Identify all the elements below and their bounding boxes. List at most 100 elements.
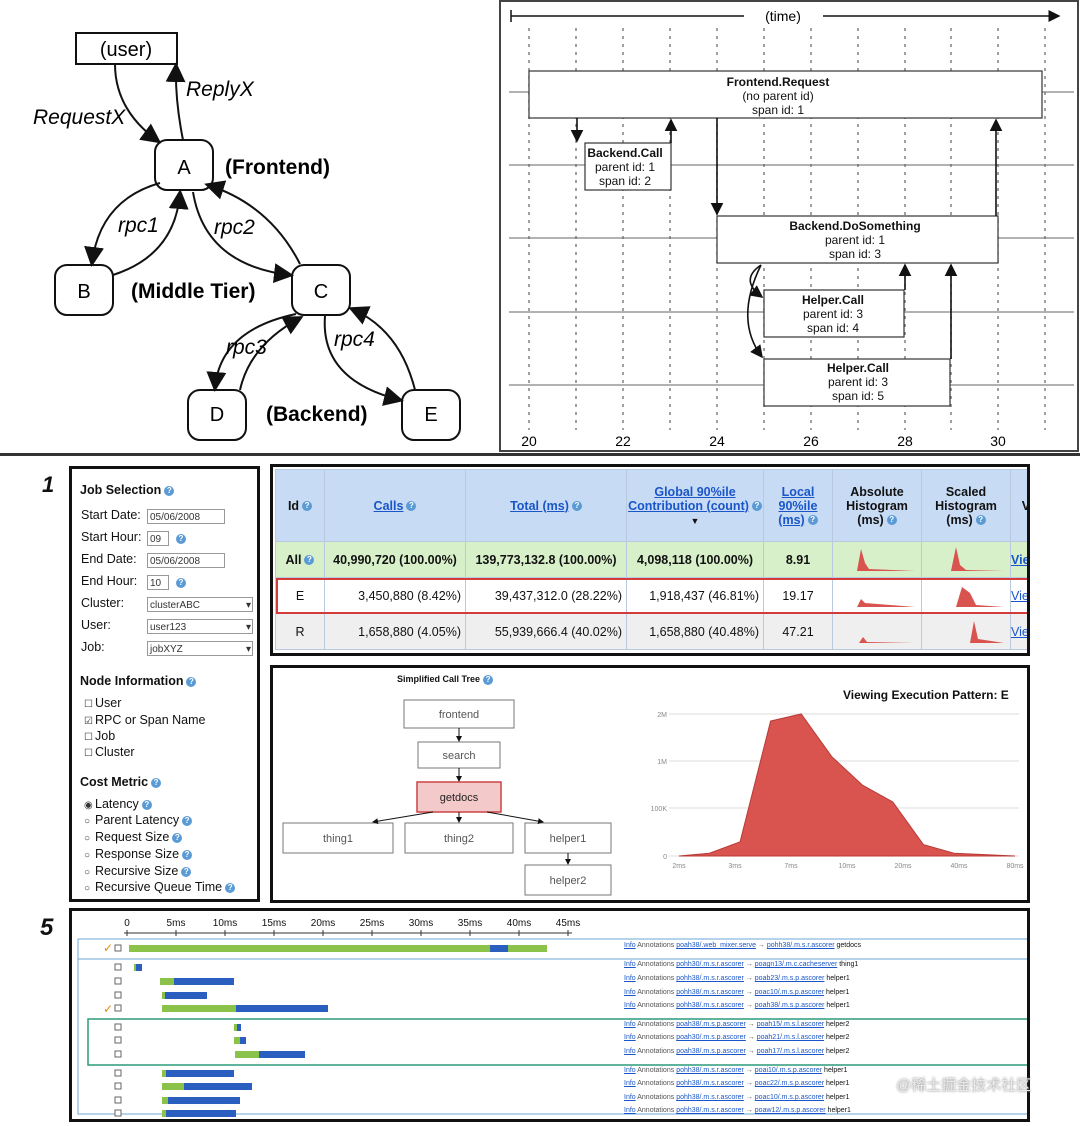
help-icon[interactable]: ? xyxy=(182,849,193,860)
cluster-select[interactable]: clusterABC xyxy=(147,597,253,613)
info-link[interactable]: Info xyxy=(624,1034,636,1041)
trace-annotation-row[interactable]: Info Annotations poah38/.web_mixer.serve… xyxy=(624,942,862,949)
metric-option-parent-latency[interactable]: ○Parent Latency? xyxy=(84,813,193,827)
callee-link[interactable]: poai10/.m.s.p.ascorer xyxy=(754,1067,823,1074)
job-select[interactable]: jobXYZ xyxy=(147,641,253,657)
info-link[interactable]: Info xyxy=(624,989,636,996)
expand-toggle-icon[interactable] xyxy=(114,1082,122,1090)
info-link[interactable]: Info xyxy=(624,1107,636,1114)
help-icon[interactable]: ? xyxy=(172,832,183,843)
trace-annotation-row[interactable]: Info Annotations pohh38/.m.s.r.ascorer →… xyxy=(624,1094,850,1101)
radio-selected-icon[interactable]: ◉ xyxy=(84,800,93,811)
help-icon[interactable]: ? xyxy=(176,534,186,544)
help-icon[interactable]: ? xyxy=(176,578,186,588)
stats-row-e[interactable]: E 3,450,880 (8.42%) 39,437,312.0 (28.22%… xyxy=(275,577,1027,614)
trace-span-bar[interactable] xyxy=(162,992,165,999)
col-total[interactable]: Total (ms)? xyxy=(465,469,627,542)
expand-toggle-icon[interactable] xyxy=(114,963,122,971)
trace-span-bar[interactable] xyxy=(234,1024,237,1031)
callee-link[interactable]: poah38/.m.s.p.ascorer xyxy=(754,1002,825,1009)
help-icon[interactable]: ? xyxy=(164,485,175,496)
radio-icon[interactable]: ○ xyxy=(84,867,91,878)
sort-desc-icon[interactable]: ▼ xyxy=(690,515,700,526)
trace-span-bar[interactable] xyxy=(162,1070,166,1077)
expand-toggle-icon[interactable] xyxy=(114,1069,122,1077)
trace-annotation-row[interactable]: Info Annotations pohh38/.m.s.r.ascorer →… xyxy=(624,1080,850,1087)
caller-link[interactable]: pohh38/.m.s.r.ascorer xyxy=(676,1080,744,1087)
trace-annotation-row[interactable]: Info Annotations pohh38/.m.s.r.ascorer →… xyxy=(624,1107,851,1114)
trace-annotation-row[interactable]: Info Annotations pohh30/.m.s.r.ascorer →… xyxy=(624,961,859,968)
trace-span-bar[interactable] xyxy=(134,964,136,971)
radio-icon[interactable]: ○ xyxy=(84,883,91,894)
trace-annotation-row[interactable]: Info Annotations pohh38/.m.s.r.ascorer →… xyxy=(624,975,850,982)
trace-span-bar[interactable] xyxy=(129,945,547,952)
node-option-user[interactable]: ☐User xyxy=(84,696,122,710)
help-icon[interactable]: ? xyxy=(304,555,315,566)
trace-span-bar[interactable] xyxy=(184,1083,252,1090)
col-local[interactable]: Local 90%ile (ms)? xyxy=(763,469,833,542)
caller-link[interactable]: pohh38/.m.s.r.ascorer xyxy=(676,1067,744,1074)
info-link[interactable]: Info xyxy=(624,1080,636,1087)
callee-link[interactable]: poab23/.m.s.p.ascorer xyxy=(754,975,825,982)
view-link[interactable]: View xyxy=(1010,541,1027,578)
info-link[interactable]: Info xyxy=(624,1002,636,1009)
trace-span-bar[interactable] xyxy=(174,978,234,985)
caller-link[interactable]: pohh38/.m.s.r.ascorer xyxy=(676,1002,744,1009)
col-calls[interactable]: Calls? xyxy=(324,469,466,542)
radio-icon[interactable]: ○ xyxy=(84,850,91,861)
caller-link[interactable]: poah38/.m.s.p.ascorer xyxy=(676,1048,746,1055)
callee-link[interactable]: poah17/.m.s.l.ascorer xyxy=(756,1048,825,1055)
help-icon[interactable]: ? xyxy=(886,515,897,526)
help-icon[interactable]: ? xyxy=(181,866,192,877)
checkbox-checked-icon[interactable]: ☑ xyxy=(84,716,93,727)
info-link[interactable]: Info xyxy=(624,961,636,968)
metric-option-response-size[interactable]: ○Response Size? xyxy=(84,847,193,861)
info-link[interactable]: Info xyxy=(624,1094,636,1101)
trace-span-bar[interactable] xyxy=(490,945,508,952)
metric-option-recursive-queue-time[interactable]: ○Recursive Queue Time? xyxy=(84,880,236,894)
checkbox-icon[interactable]: ☐ xyxy=(84,699,93,710)
radio-icon[interactable]: ○ xyxy=(84,833,91,844)
help-icon[interactable]: ? xyxy=(975,515,986,526)
callee-link[interactable]: poah15/.m.s.l.ascorer xyxy=(756,1021,825,1028)
radio-icon[interactable]: ○ xyxy=(84,816,91,827)
col-global[interactable]: Global 90%ile Contribution (count)?▼ xyxy=(626,469,764,542)
trace-annotation-row[interactable]: Info Annotations poah38/.m.s.p.ascorer →… xyxy=(624,1021,850,1028)
help-icon[interactable]: ? xyxy=(141,799,152,810)
view-link[interactable]: View xyxy=(1010,577,1027,614)
stats-row-r[interactable]: R 1,658,880 (4.05%) 55,939,666.4 (40.02%… xyxy=(275,613,1027,650)
help-icon[interactable]: ? xyxy=(571,501,582,512)
caller-link[interactable]: pohh30/.m.s.r.ascorer xyxy=(676,961,744,968)
trace-span-bar[interactable] xyxy=(136,964,142,971)
help-icon[interactable]: ? xyxy=(182,815,193,826)
expand-toggle-icon[interactable] xyxy=(114,1023,122,1031)
checkbox-icon[interactable]: ☐ xyxy=(84,748,93,759)
metric-option-request-size[interactable]: ○Request Size? xyxy=(84,830,183,844)
trace-annotation-row[interactable]: Info Annotations pohh38/.m.s.r.ascorer →… xyxy=(624,1067,848,1074)
help-icon[interactable]: ? xyxy=(302,501,313,512)
expand-toggle-icon[interactable] xyxy=(114,944,122,952)
trace-annotation-row[interactable]: Info Annotations poah38/.m.s.p.ascorer →… xyxy=(624,1048,850,1055)
trace-span-bar[interactable] xyxy=(168,1097,240,1104)
node-option-cluster[interactable]: ☐Cluster xyxy=(84,745,135,759)
help-icon[interactable]: ? xyxy=(406,501,417,512)
callee-link[interactable]: poagn13/.m.c.cacheserver xyxy=(754,961,838,968)
trace-span-bar[interactable] xyxy=(160,978,174,985)
trace-annotation-row[interactable]: Info Annotations poah30/.m.s.p.ascorer →… xyxy=(624,1034,850,1041)
info-link[interactable]: Info xyxy=(624,1048,636,1055)
trace-span-bar[interactable] xyxy=(259,1051,305,1058)
callee-link[interactable]: poaw12/.m.s.p.ascorer xyxy=(754,1107,826,1114)
help-icon[interactable]: ? xyxy=(186,676,197,687)
trace-span-bar[interactable] xyxy=(236,1005,328,1012)
expand-toggle-icon[interactable] xyxy=(114,991,122,999)
caller-link[interactable]: pohh38/.m.s.r.ascorer xyxy=(676,975,744,982)
expand-toggle-icon[interactable] xyxy=(114,977,122,985)
checkbox-icon[interactable]: ☐ xyxy=(84,732,93,743)
trace-span-bar[interactable] xyxy=(165,992,207,999)
start-hour-input[interactable]: 09 xyxy=(147,531,169,546)
caller-link[interactable]: poah38/.web_mixer.serve xyxy=(676,942,756,949)
trace-span-bar[interactable] xyxy=(162,1083,184,1090)
caller-link[interactable]: pohh38/.m.s.r.ascorer xyxy=(676,1094,744,1101)
user-select[interactable]: user123 xyxy=(147,619,253,635)
callee-link[interactable]: poac10/.m.s.p.ascorer xyxy=(754,989,825,996)
